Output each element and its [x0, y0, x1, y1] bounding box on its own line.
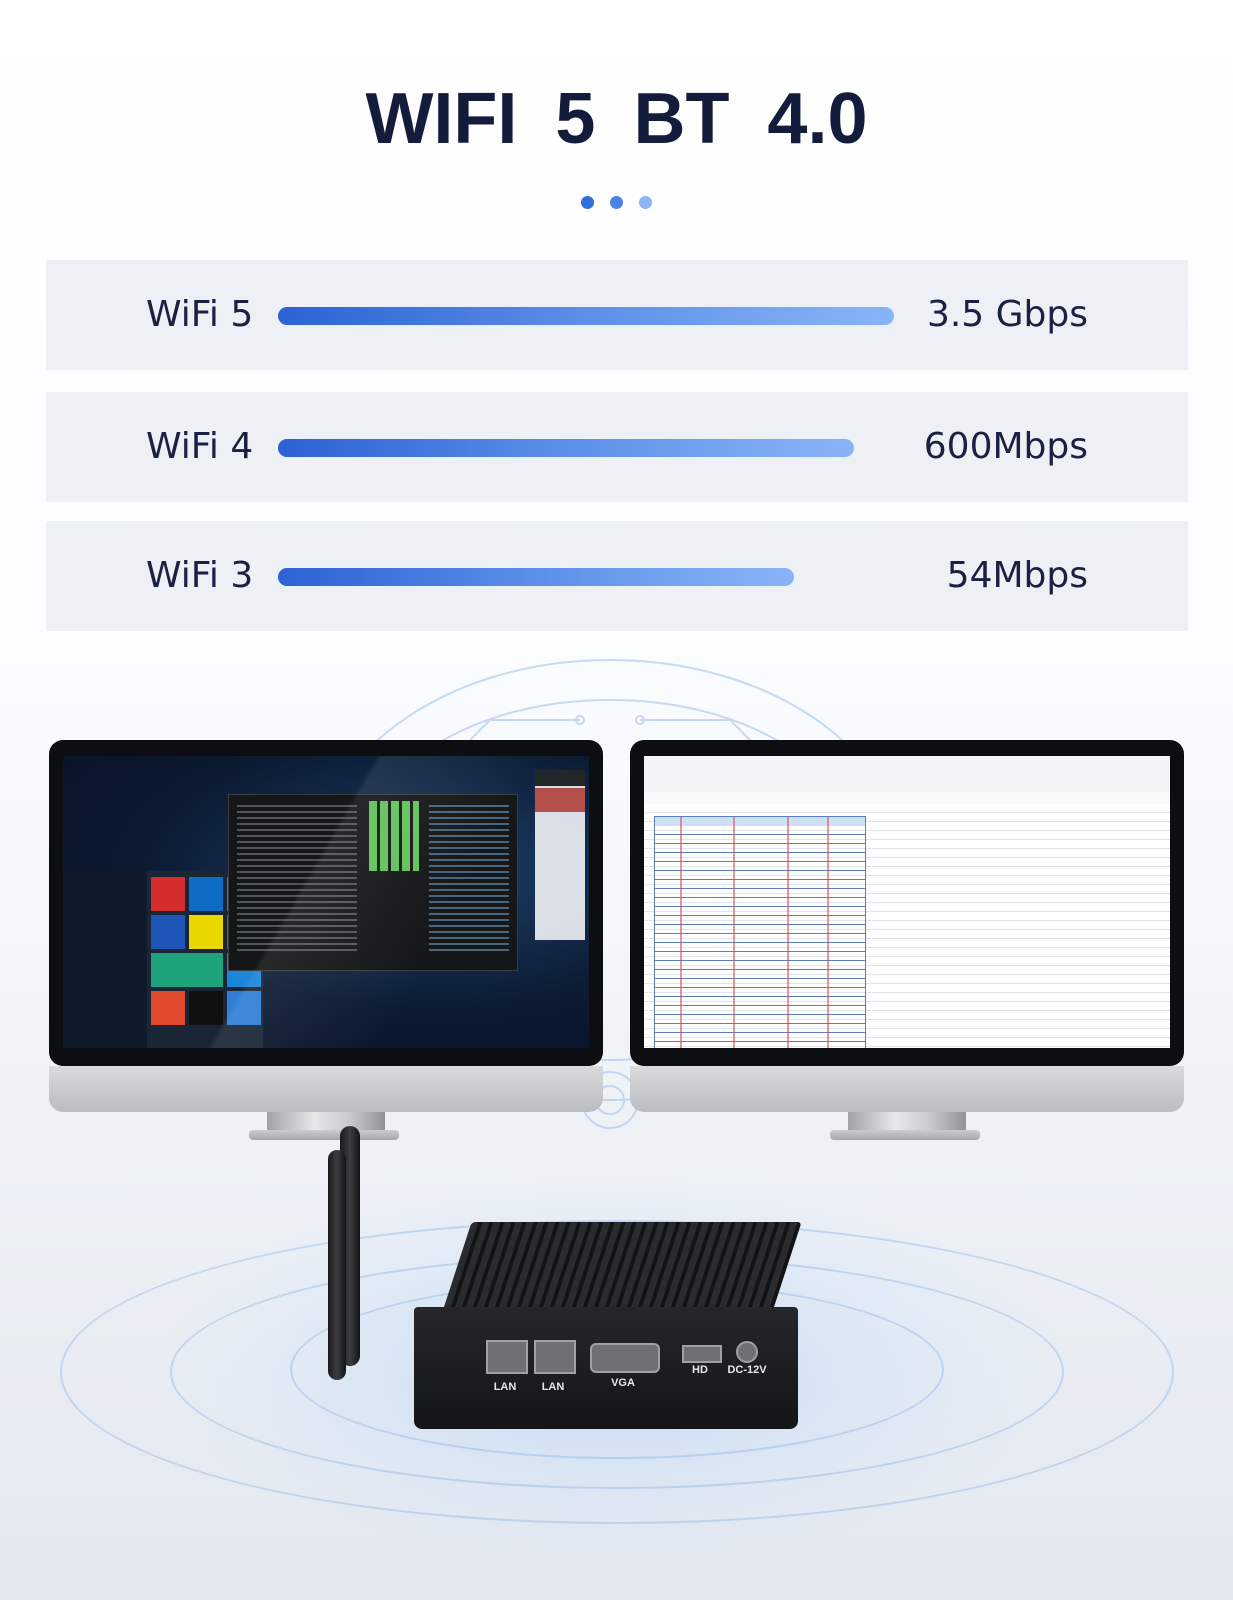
column-line	[680, 817, 682, 1048]
product-scene: LAN LAN VGA HD DC-12V	[0, 630, 1233, 1600]
signal-ring-outer	[60, 1220, 1174, 1524]
port-label: LAN	[541, 1381, 565, 1393]
row-label: WiFi 3	[146, 555, 254, 596]
port-label: LAN	[493, 1381, 517, 1393]
app-tile	[189, 877, 223, 911]
lan-port-icon	[534, 1340, 576, 1374]
terminal-text	[429, 805, 509, 955]
lan-port-icon	[486, 1340, 528, 1374]
heatsink-fins	[444, 1222, 802, 1307]
clock-widget	[535, 770, 585, 786]
app-tile	[227, 991, 261, 1025]
monitor-chin	[49, 1066, 603, 1112]
app-tile	[151, 991, 185, 1025]
dot-1	[581, 196, 594, 209]
table-header	[655, 817, 865, 826]
antenna-icon	[328, 1150, 346, 1380]
speed-bar	[278, 439, 854, 457]
speed-row-wifi3: WiFi 3 54Mbps	[46, 521, 1188, 631]
app-tile	[189, 991, 223, 1025]
mini-pc: LAN LAN VGA HD DC-12V	[414, 1222, 802, 1432]
dc-port-icon	[736, 1341, 758, 1363]
row-value: 3.5 Gbps	[926, 294, 1088, 335]
row-value: 54Mbps	[946, 555, 1088, 596]
pagination-dots	[0, 196, 1233, 209]
monitor-left	[49, 740, 603, 1130]
port-label: VGA	[611, 1377, 635, 1389]
speed-bar	[278, 307, 894, 325]
dot-2	[610, 196, 623, 209]
row-value: 600Mbps	[923, 426, 1088, 467]
port-label: DC-12V	[727, 1364, 767, 1376]
speed-bar	[278, 568, 794, 586]
row-label: WiFi 4	[146, 426, 254, 467]
start-menu-list	[63, 871, 147, 1048]
monitor-stand-base	[249, 1130, 399, 1140]
terminal-text	[237, 805, 357, 955]
spreadsheet-screen	[644, 756, 1170, 1048]
column-line	[827, 817, 829, 1048]
speed-row-wifi4: WiFi 4 600Mbps	[46, 392, 1188, 502]
monitor-right	[630, 740, 1184, 1130]
app-tile	[189, 915, 223, 949]
terminal-graph	[369, 801, 419, 871]
column-line	[733, 817, 735, 1048]
monitor-chin	[630, 1066, 1184, 1112]
row-label: WiFi 5	[146, 294, 254, 335]
pc-front-panel: LAN LAN VGA HD DC-12V	[414, 1307, 798, 1429]
column-line	[787, 817, 789, 1048]
terminal-window	[228, 794, 518, 971]
dot-3	[639, 196, 652, 209]
app-tile	[151, 915, 185, 949]
speed-row-wifi5: WiFi 5 3.5 Gbps	[46, 260, 1188, 370]
weather-widget	[535, 770, 585, 940]
weather-header	[535, 788, 585, 812]
vga-port-icon	[590, 1343, 660, 1373]
hdmi-port-icon	[682, 1345, 722, 1363]
desktop-screen	[63, 756, 589, 1048]
screen-glare	[63, 756, 589, 1048]
port-label: HD	[692, 1364, 708, 1376]
data-table	[654, 816, 866, 1048]
app-tile	[151, 877, 185, 911]
monitor-stand-base	[830, 1130, 980, 1140]
ribbon-toolbar	[644, 756, 1170, 793]
monitor-stand	[848, 1112, 966, 1130]
app-tile	[151, 953, 223, 987]
monitor-stand	[267, 1112, 385, 1130]
page-title: WIFI 5 BT 4.0	[365, 79, 868, 159]
